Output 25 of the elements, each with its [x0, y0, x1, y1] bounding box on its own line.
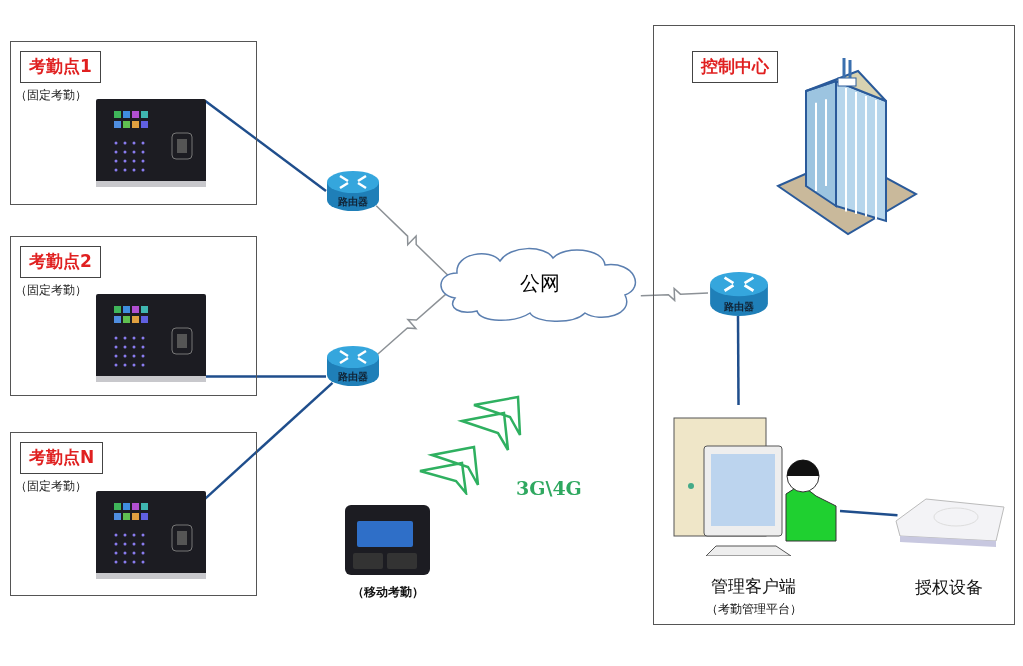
panel-subtitle: （固定考勤） [15, 478, 87, 495]
control-center-panel [653, 25, 1015, 625]
cloud-label: 公网 [520, 270, 560, 297]
panel-subtitle: （固定考勤） [15, 282, 87, 299]
client-label: 管理客户端 [711, 575, 796, 598]
router-label: 路由器 [338, 370, 368, 384]
attendance-site-panel [10, 41, 257, 205]
cable-link [736, 316, 740, 405]
panel-subtitle: （固定考勤） [15, 87, 87, 104]
cable-link [839, 509, 898, 517]
network-type-label: 3G\4G [516, 476, 582, 501]
panel-heading: 考勤点1 [20, 51, 101, 83]
router-label: 路由器 [338, 195, 368, 209]
attendance-site-panel [10, 236, 257, 396]
panel-heading: 考勤点N [20, 442, 104, 474]
client-sublabel: （考勤管理平台） [705, 600, 802, 618]
panel-heading: 控制中心 [692, 51, 778, 83]
mobile-label: （移动考勤） [350, 584, 425, 601]
device-label: 授权设备 [913, 576, 984, 599]
wireless-link [640, 286, 709, 303]
cable-link [205, 375, 326, 378]
attendance-site-panel [10, 432, 257, 596]
wireless-link [375, 204, 449, 276]
panel-heading: 考勤点2 [20, 246, 101, 278]
router-label: 路由器 [724, 300, 754, 314]
